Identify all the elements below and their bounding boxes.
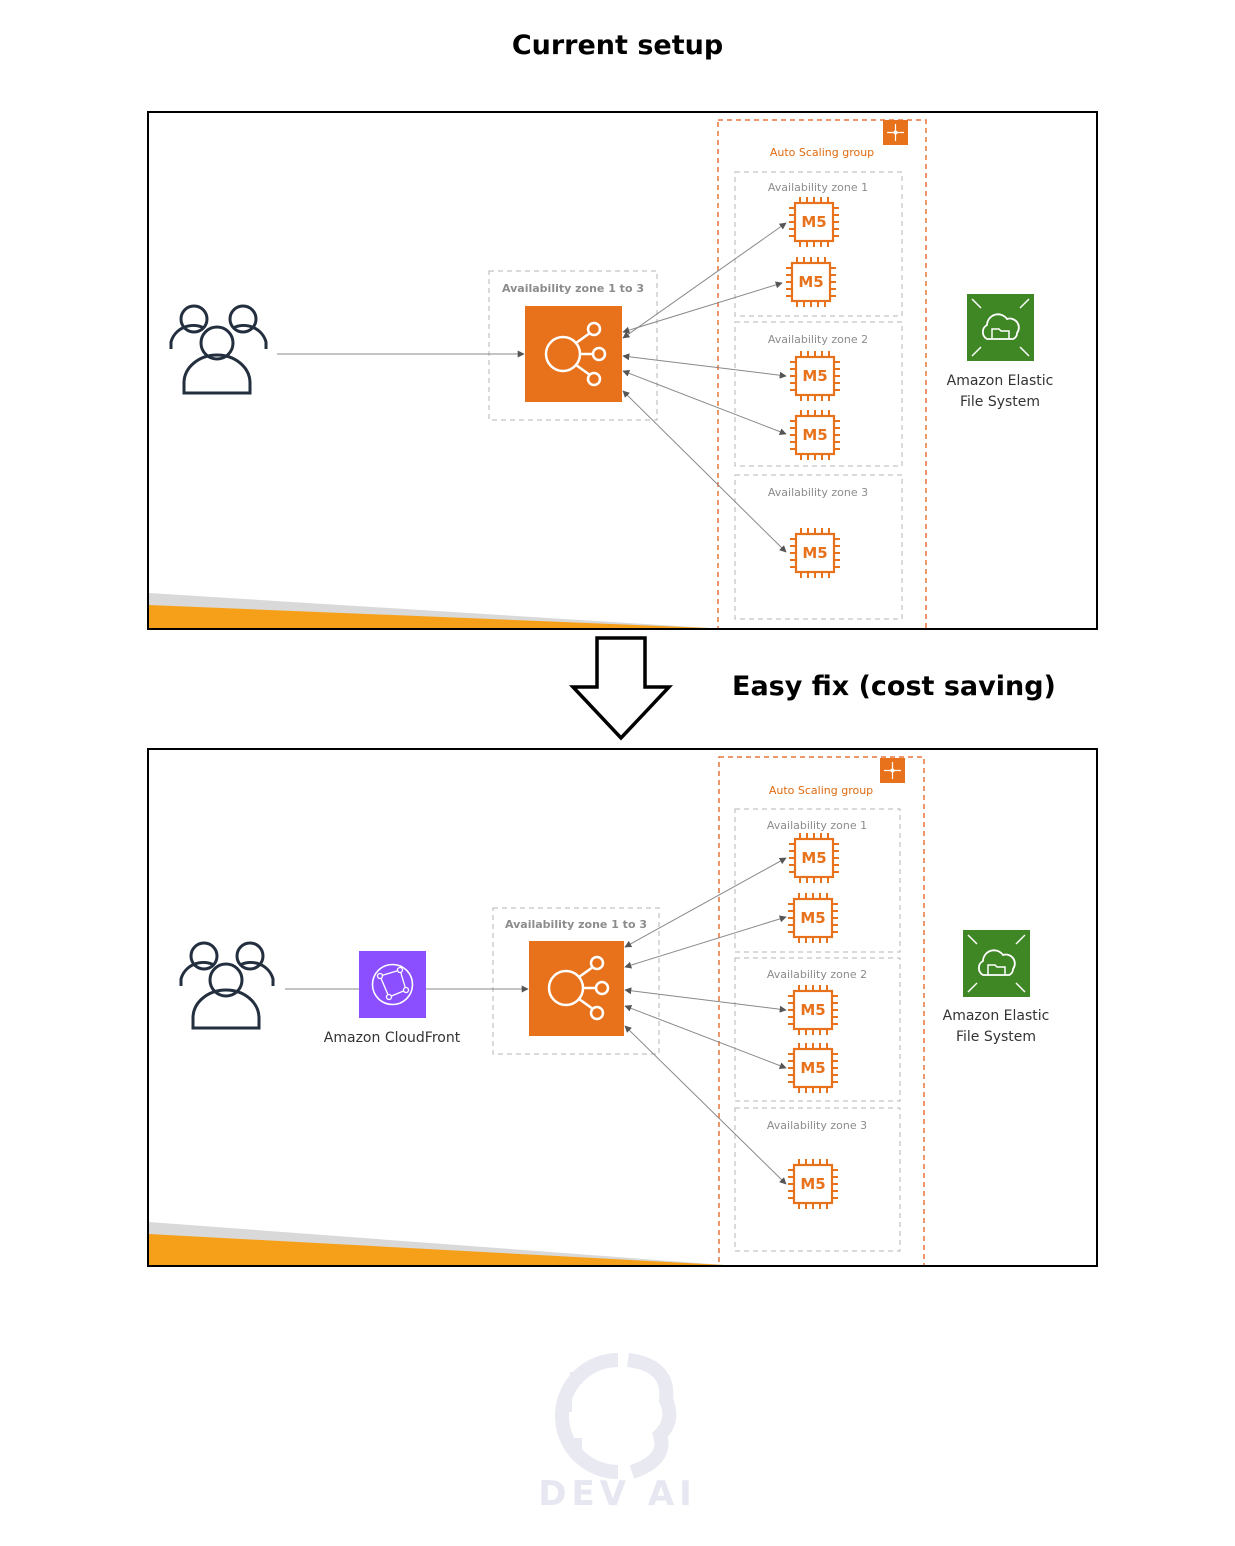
ec2-m5-chip-icon xyxy=(789,197,839,247)
lb-instance-connector xyxy=(624,987,787,1013)
cloudfront-label: Amazon CloudFront xyxy=(323,1030,461,1046)
accent-stripe xyxy=(149,605,709,628)
efs-label-line-2: File System xyxy=(955,1029,1037,1045)
lb-instance-connector xyxy=(624,915,787,969)
instance-type-label: M5 xyxy=(800,1059,826,1077)
auto-scaling-group-box xyxy=(717,119,927,628)
elastic-load-balancer-icon xyxy=(525,306,622,402)
lb-instance-connector xyxy=(624,857,787,948)
instance-type-label: M5 xyxy=(801,849,827,867)
auto-scaling-group-label: Auto Scaling group xyxy=(769,146,875,159)
instance-type-label: M5 xyxy=(802,367,828,385)
availability-zone-1-label: Availability zone 1 xyxy=(766,819,868,832)
instance-type-label: M5 xyxy=(800,1175,826,1193)
ec2-m5-chip-icon xyxy=(790,410,840,460)
load-balancer-zone-box xyxy=(488,270,658,421)
load-balancer-zone-label: Availability zone 1 to 3 xyxy=(505,918,647,931)
page-title: Current setup xyxy=(511,30,724,61)
instance-type-label: M5 xyxy=(801,213,827,231)
auto-scaling-group-label: Auto Scaling group xyxy=(768,784,874,797)
auto-scaling-icon xyxy=(883,120,908,145)
lb-instance-connector xyxy=(624,1025,787,1185)
load-balancer-zone-label: Availability zone 1 to 3 xyxy=(502,282,644,295)
auto-scaling-icon xyxy=(880,758,905,783)
current-setup-diagram: Auto Scaling group Availability zone 1 A… xyxy=(147,111,1098,630)
availability-zone-2-label: Availability zone 2 xyxy=(766,968,868,981)
lb-instance-connector xyxy=(622,222,787,339)
ec2-m5-chip-icon xyxy=(788,893,838,943)
load-balancer-zone-box xyxy=(492,907,660,1055)
availability-zone-3-label: Availability zone 3 xyxy=(767,486,869,499)
easy-fix-diagram: Auto Scaling group Availability zone 1 A… xyxy=(147,748,1098,1267)
efs-label-line-1: Amazon Elastic xyxy=(946,373,1054,389)
accent-stripe xyxy=(149,1234,724,1265)
cloudfront-globe-icon xyxy=(359,951,426,1018)
ec2-m5-chip-icon xyxy=(790,528,840,578)
efs-label: Amazon Elastic File System xyxy=(943,1006,1050,1048)
lb-instance-connector xyxy=(622,370,787,435)
lb-instance-connector xyxy=(624,1004,787,1070)
watermark-text: DEV AI xyxy=(538,1474,697,1514)
transition-label: Easy fix (cost saving) xyxy=(732,671,1056,702)
ec2-m5-chip-icon xyxy=(788,985,838,1035)
down-arrow-icon xyxy=(568,636,674,741)
users-group-icon xyxy=(179,941,275,1030)
dev-ai-logo-icon xyxy=(555,1353,677,1479)
users-group-icon xyxy=(169,304,268,395)
ec2-m5-chip-icon xyxy=(789,833,839,883)
instance-type-label: M5 xyxy=(798,273,824,291)
efs-cloud-folder-icon xyxy=(963,930,1030,997)
efs-label-line-1: Amazon Elastic xyxy=(942,1008,1050,1024)
efs-label-line-2: File System xyxy=(959,394,1041,410)
lb-instance-connector xyxy=(622,281,783,334)
instance-type-label: M5 xyxy=(800,1001,826,1019)
elastic-load-balancer-icon xyxy=(529,941,624,1036)
ec2-m5-chip-icon xyxy=(786,257,836,307)
lb-instance-connector xyxy=(622,390,787,553)
availability-zone-1-label: Availability zone 1 xyxy=(767,181,869,194)
instance-type-label: M5 xyxy=(802,426,828,444)
instance-type-label: M5 xyxy=(800,909,826,927)
ec2-m5-chip-icon xyxy=(790,351,840,401)
efs-cloud-folder-icon xyxy=(967,294,1034,361)
instance-type-label: M5 xyxy=(802,544,828,562)
availability-zone-3-label: Availability zone 3 xyxy=(766,1119,868,1132)
ec2-m5-chip-icon xyxy=(788,1043,838,1093)
ec2-m5-chip-icon xyxy=(788,1159,838,1209)
availability-zone-2-label: Availability zone 2 xyxy=(767,333,869,346)
efs-label: Amazon Elastic File System xyxy=(947,371,1054,413)
lb-instance-connector xyxy=(622,353,787,379)
